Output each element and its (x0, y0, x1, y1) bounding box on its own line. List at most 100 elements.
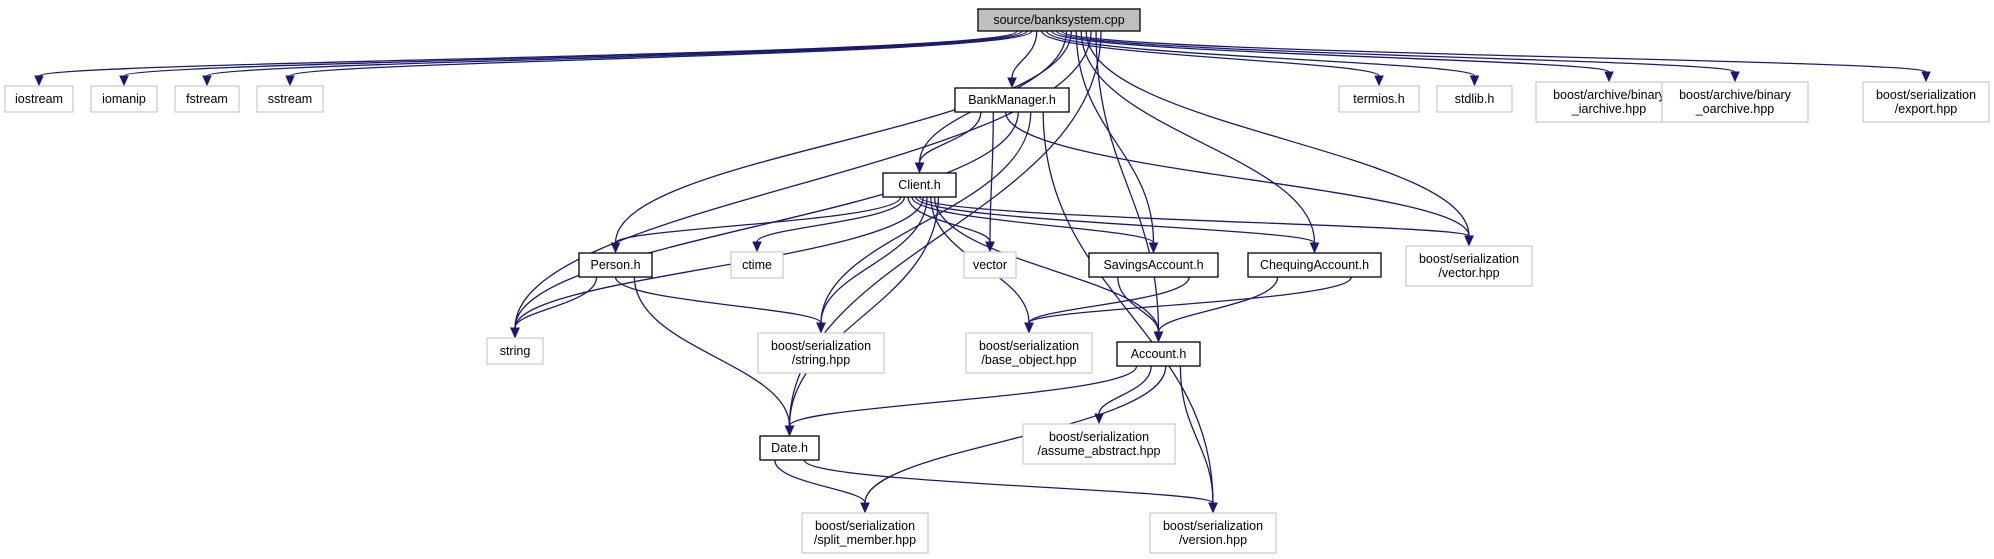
node-savings-label-0: SavingsAccount.h (1103, 258, 1203, 272)
edge-root-to-person (614, 30, 1072, 244)
arrowhead-client-to-savings (1148, 242, 1159, 254)
node-bankmanager-label-0: BankManager.h (968, 93, 1056, 107)
arrowhead-root-to-iostream (34, 75, 44, 87)
node-binary_iarchive[interactable]: boost/archive/binary_iarchive.hpp (1535, 81, 1683, 123)
node-bankmanager[interactable]: BankManager.h (954, 87, 1070, 113)
edge-person-to-ser_string (614, 276, 822, 324)
edge-root-to-string (514, 30, 1092, 329)
node-binary_oarchive-box (1661, 81, 1809, 123)
node-ctime[interactable]: ctime (730, 251, 784, 279)
node-ctime-label-0: ctime (742, 258, 772, 272)
node-assume_abstract-label-1: /assume_abstract.hpp (1038, 444, 1161, 458)
node-account-box (1116, 341, 1201, 367)
node-sstream-label-0: sstream (268, 92, 312, 106)
node-export[interactable]: boost/serialization/export.hpp (1862, 81, 1990, 123)
node-binary_oarchive-label-0: boost/archive/binary (1679, 88, 1792, 102)
node-vector[interactable]: vector (963, 251, 1017, 279)
node-root-box (977, 8, 1141, 32)
node-ctime-box (730, 251, 784, 279)
edge-person-to-string (514, 276, 598, 329)
node-ser_vector-box (1405, 245, 1533, 287)
node-layer: source/banksystem.cpp iostream iomanip fstr… (4, 8, 1990, 554)
edge-client-to-person (614, 196, 902, 244)
edge-client-to-savings (911, 196, 1155, 244)
node-client[interactable]: Client.h (882, 172, 957, 198)
node-date-label-0: Date.h (771, 441, 808, 455)
node-chequing[interactable]: ChequingAccount.h (1247, 252, 1382, 278)
edge-client-to-ser_vector (918, 196, 1470, 237)
node-assume_abstract[interactable]: boost/serialization/assume_abstract.hpp (1022, 423, 1176, 465)
node-iostream[interactable]: iostream (4, 85, 74, 113)
edge-client-to-ctime (756, 196, 906, 243)
node-base_object-box (965, 332, 1093, 374)
node-version[interactable]: boost/serialization/version.hpp (1149, 512, 1277, 554)
node-base_object-label-0: boost/serialization (979, 339, 1079, 353)
edge-date-to-version (803, 459, 1214, 504)
edge-bankmanager-to-version (1042, 111, 1214, 504)
arrowhead-chequing-to-base_object (1024, 322, 1034, 334)
node-stdlib[interactable]: stdlib.h (1436, 85, 1513, 113)
arrowhead-account-to-assume_abstract (1094, 413, 1104, 425)
node-fstream[interactable]: fstream (174, 85, 240, 113)
edge-root-to-fstream (206, 30, 1028, 77)
node-base_object-label-1: /base_object.hpp (981, 353, 1076, 367)
node-string-label-0: string (500, 344, 531, 358)
node-person-label-0: Person.h (590, 258, 640, 272)
edge-account-to-assume_abstract (1098, 365, 1152, 415)
node-split_member-label-0: boost/serialization (815, 519, 915, 533)
arrowhead-root-to-iomanip (119, 75, 129, 87)
node-client-label-0: Client.h (898, 178, 940, 192)
node-termios[interactable]: termios.h (1338, 85, 1420, 113)
node-person[interactable]: Person.h (578, 252, 653, 278)
edge-bankmanager-to-string (514, 111, 1019, 329)
node-root-label-0: source/banksystem.cpp (993, 13, 1124, 27)
node-binary_oarchive[interactable]: boost/archive/binary_oarchive.hpp (1661, 81, 1809, 123)
node-version-box (1149, 512, 1277, 554)
node-export-label-0: boost/serialization (1876, 88, 1976, 102)
node-iostream-box (4, 85, 74, 113)
node-ser_vector[interactable]: boost/serialization/vector.hpp (1405, 245, 1533, 287)
node-split_member[interactable]: boost/serialization/split_member.hpp (801, 512, 929, 554)
arrowhead-root-to-bankmanager (1007, 77, 1017, 89)
edge-root-to-iomanip (123, 30, 1023, 77)
node-version-label-1: /version.hpp (1179, 533, 1247, 547)
arrowhead-date-to-version (1208, 502, 1218, 514)
edge-layer (34, 30, 1931, 514)
node-savings[interactable]: SavingsAccount.h (1088, 252, 1219, 278)
node-stdlib-label-0: stdlib.h (1455, 92, 1495, 106)
node-binary_iarchive-box (1535, 81, 1683, 123)
node-base_object[interactable]: boost/serialization/base_object.hpp (965, 332, 1093, 374)
node-binary_iarchive-label-1: _iarchive.hpp (1571, 102, 1646, 116)
node-sstream[interactable]: sstream (256, 85, 324, 113)
arrowhead-client-to-ser_vector (1464, 235, 1474, 247)
node-bankmanager-box (954, 87, 1070, 113)
edge-root-to-export (1060, 30, 1927, 73)
node-ser_vector-label-1: /vector.hpp (1438, 266, 1499, 280)
node-export-label-1: /export.hpp (1895, 102, 1958, 116)
arrowhead-person-to-string (510, 327, 520, 339)
node-account[interactable]: Account.h (1116, 341, 1201, 367)
arrowhead-chequing-to-account (1153, 331, 1164, 343)
edge-account-to-date (788, 365, 1138, 427)
node-chequing-label-0: ChequingAccount.h (1260, 258, 1369, 272)
node-client-box (882, 172, 957, 198)
arrowhead-root-to-binary_iarchive (1604, 71, 1614, 83)
edge-bankmanager-to-vector (989, 111, 994, 243)
node-person-box (578, 252, 653, 278)
node-export-box (1862, 81, 1990, 123)
node-string-box (486, 337, 544, 365)
node-fstream-box (174, 85, 240, 113)
node-termios-label-0: termios.h (1353, 92, 1404, 106)
node-iomanip[interactable]: iomanip (90, 85, 158, 113)
node-root[interactable]: source/banksystem.cpp (977, 8, 1141, 32)
node-assume_abstract-label-0: boost/serialization (1049, 430, 1149, 444)
node-ser_string[interactable]: boost/serialization/string.hpp (757, 332, 885, 374)
arrowhead-date-to-split_member (860, 502, 870, 514)
node-date[interactable]: Date.h (759, 435, 820, 461)
edge-root-to-ser_vector (1085, 30, 1470, 237)
arrowhead-person-to-ser_string (816, 322, 826, 334)
edge-root-to-stdlib (1046, 30, 1476, 77)
node-string[interactable]: string (486, 337, 544, 365)
arrowhead-client-to-chequing (1309, 242, 1320, 254)
